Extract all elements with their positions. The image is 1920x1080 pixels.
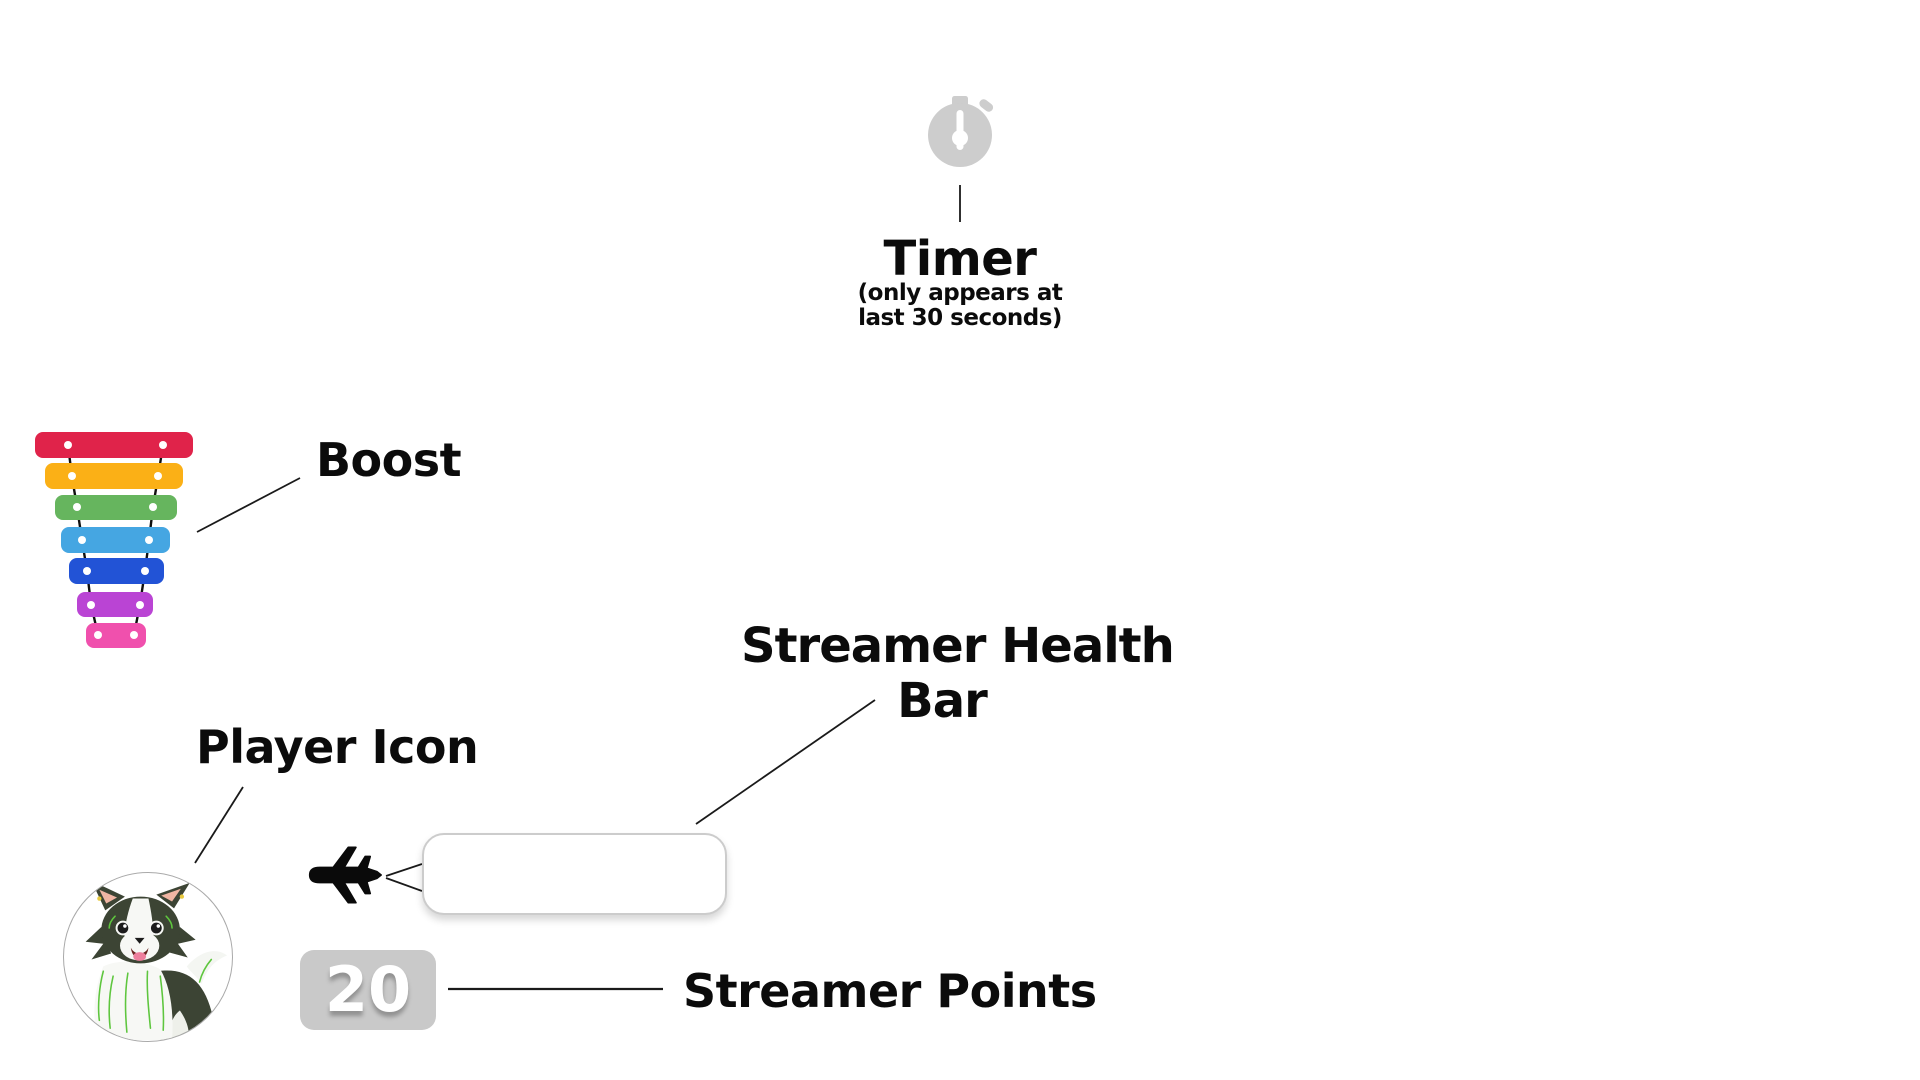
- health-bar: [422, 833, 727, 915]
- player-avatar: [63, 872, 233, 1042]
- boost-label: Boost: [316, 433, 462, 487]
- dog-avatar-image: [85, 880, 228, 1040]
- player-icon-connector-line: [194, 786, 244, 864]
- plane-icon: [308, 846, 382, 904]
- player-icon-label: Player Icon: [196, 720, 479, 774]
- boost-connector-line: [196, 477, 301, 533]
- timer-note-line1: (only appears at: [857, 280, 1063, 306]
- streamer-points-label: Streamer Points: [683, 964, 1097, 1018]
- timer-label: Timer: [883, 231, 1037, 287]
- timer-note: (only appears at last 30 seconds): [790, 281, 1130, 331]
- health-bar-arrow-upper-line: [385, 863, 423, 877]
- streamer-points-badge: 20: [300, 950, 436, 1030]
- xylophone-boost-icon: [35, 432, 193, 648]
- streamer-points-value: 20: [324, 953, 412, 1026]
- stopwatch-icon: [928, 96, 994, 167]
- health-bar-arrow-lower-line: [385, 877, 423, 892]
- health-bar-label: Streamer Health Bar: [741, 618, 1175, 729]
- health-bar-label-line2: Bar: [897, 673, 988, 729]
- timer-note-line2: last 30 seconds): [858, 305, 1062, 331]
- health-bar-label-line1: Streamer Health: [741, 618, 1175, 674]
